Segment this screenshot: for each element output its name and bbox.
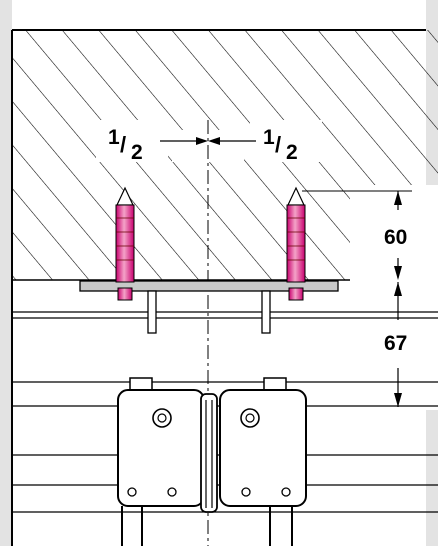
left-spacing-num: 1: [108, 126, 120, 149]
right-spacing-num: 1: [263, 126, 275, 149]
right-spacing-slash: /: [275, 132, 281, 157]
left-bolt: [147, 290, 157, 334]
mounting-plate: [79, 280, 339, 334]
right-hanger: [219, 377, 307, 546]
right-spacing-den: 2: [286, 141, 298, 164]
anchor-depth-label: 60: [384, 226, 407, 249]
left-spacing-den: 2: [131, 141, 143, 164]
spacing-arrows: [160, 137, 256, 145]
right-anchor-icon: [286, 186, 306, 301]
left-hanger: [117, 377, 205, 546]
right-bolt: [261, 290, 271, 334]
left-spacing-label: 1 / 2: [108, 126, 143, 164]
right-spacing-label: 1 / 2: [263, 126, 298, 164]
center-guide: [200, 393, 218, 513]
vertical-dimensions: [302, 190, 412, 407]
track-height-label: 67: [384, 332, 407, 355]
left-spacing-slash: /: [120, 132, 126, 157]
left-anchor-icon: [115, 186, 135, 301]
